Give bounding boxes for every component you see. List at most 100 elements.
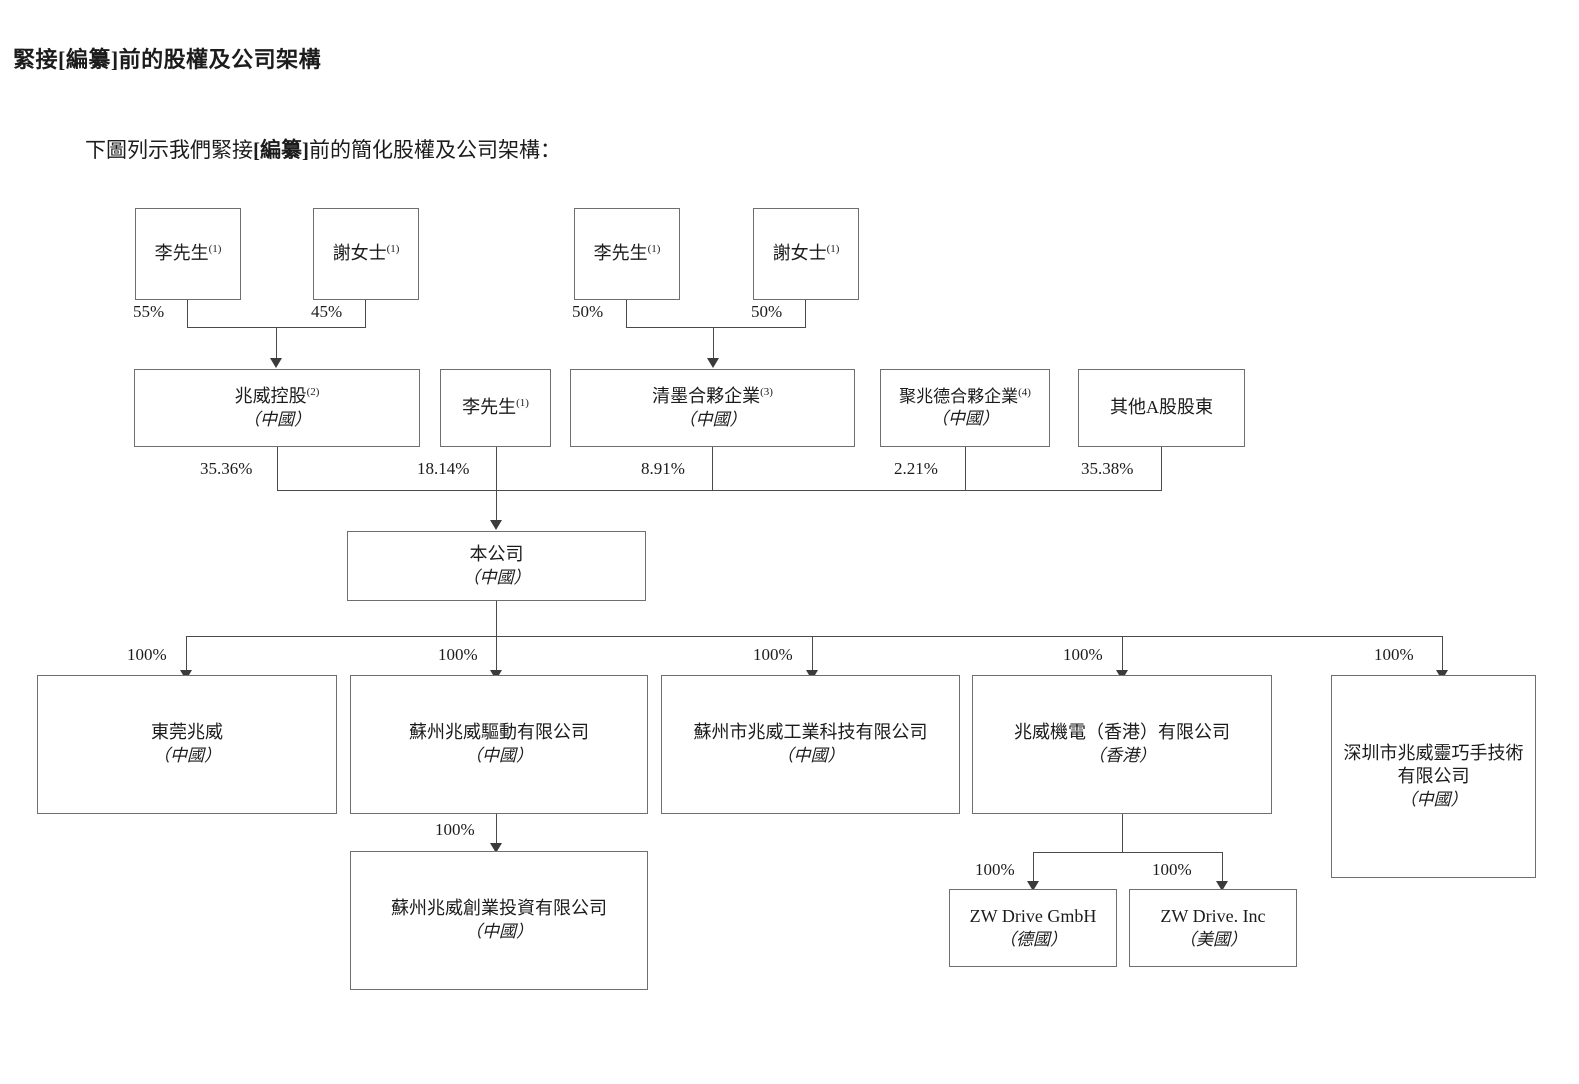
node-xie-left[interactable]: 謝女士(1) — [313, 208, 419, 300]
pct-45: 45% — [311, 302, 343, 321]
footnote-marker: (1) — [826, 243, 840, 256]
edge-xie-right-drop — [805, 300, 807, 328]
node-suzhou-industrial[interactable]: 蘇州市兆威工業科技有限公司 （中國） — [661, 675, 960, 814]
node-li-direct[interactable]: 李先生(1) — [440, 369, 551, 447]
edge-other-a-drop — [1161, 447, 1163, 491]
node-zw-hong-kong[interactable]: 兆威機電（香港）有限公司 （香港） — [972, 675, 1272, 814]
node-label: 其他A股股東 — [1110, 397, 1213, 418]
edge-right-pair-arrow — [707, 358, 719, 368]
node-jurisdiction: （中國） — [462, 567, 531, 587]
node-jurisdiction: （香港） — [1088, 746, 1156, 766]
pct-100-suzhou-industrial: 100% — [753, 645, 793, 664]
edge-drop-suzhou-venture — [496, 814, 498, 847]
edge-right-pair-stem — [713, 327, 715, 360]
footnote-marker: (1) — [516, 397, 529, 410]
pct-100-zw-inc: 100% — [1152, 860, 1192, 879]
footnote-marker: (2) — [306, 385, 320, 398]
page-title: 緊接[編纂]前的股權及公司架構 — [13, 47, 322, 72]
edge-left-pair-arrow — [270, 358, 282, 368]
node-label: ZW Drive GmbH — [969, 905, 1097, 926]
edge-drop-suzhou-drive — [496, 636, 498, 674]
pct-55: 55% — [133, 302, 165, 321]
node-xie-right[interactable]: 謝女士(1) — [753, 208, 859, 300]
node-label: ZW Drive. Inc — [1160, 905, 1266, 926]
lead-bracket-term: [編纂] — [253, 138, 309, 162]
edge-company-down-stem — [496, 601, 498, 637]
edge-arrow-zw-gmbh — [1027, 881, 1039, 891]
pct-100-zw-gmbh: 100% — [975, 860, 1015, 879]
edge-juzhaode-drop — [965, 447, 967, 491]
pct-18-14: 18.14% — [417, 459, 470, 478]
edge-company-stem — [496, 447, 498, 522]
node-label: 本公司 — [469, 543, 524, 564]
pct-100-zw-hk: 100% — [1063, 645, 1103, 664]
node-label: 李先生(1) — [593, 243, 661, 264]
node-label: 兆威機電（香港）有限公司 — [1014, 722, 1230, 743]
node-qingmo-partnership[interactable]: 清墨合夥企業(3) （中國） — [570, 369, 855, 447]
node-dongguan-zhaowei[interactable]: 東莞兆威 （中國） — [37, 675, 337, 814]
node-label: 蘇州市兆威工業科技有限公司 — [693, 722, 928, 743]
edge-drop-zw-hk — [1122, 636, 1124, 674]
pct-50-b: 50% — [751, 302, 783, 321]
edge-zw-hk-stem — [1122, 814, 1124, 853]
pct-100-shenzhen-hand: 100% — [1374, 645, 1414, 664]
node-zhaowei-holding[interactable]: 兆威控股(2) （中國） — [134, 369, 420, 447]
node-other-a-shareholders[interactable]: 其他A股股東 — [1078, 369, 1245, 447]
node-jurisdiction: （中國） — [153, 746, 221, 766]
node-suzhou-drive[interactable]: 蘇州兆威驅動有限公司 （中國） — [350, 675, 648, 814]
node-jurisdiction: （美國） — [1179, 929, 1247, 949]
pct-2-21: 2.21% — [894, 459, 938, 478]
node-shenzhen-dexterous-hand[interactable]: 深圳市兆威靈巧手技術有限公司 （中國） — [1331, 675, 1536, 878]
edge-drop-dongguan — [186, 636, 188, 674]
edge-drop-zw-inc — [1222, 852, 1224, 885]
node-label: 謝女士(1) — [332, 243, 400, 264]
footnote-marker: (4) — [1018, 385, 1031, 398]
node-company[interactable]: 本公司 （中國） — [347, 531, 646, 601]
footnote-marker: (1) — [386, 243, 400, 256]
footnote-marker: (1) — [647, 243, 661, 256]
edge-qingmo-drop — [712, 447, 714, 491]
pct-100-dongguan: 100% — [127, 645, 167, 664]
node-suzhou-venture-investment[interactable]: 蘇州兆威創業投資有限公司 （中國） — [350, 851, 648, 990]
node-jurisdiction: （中國） — [243, 409, 311, 429]
pct-50-a: 50% — [572, 302, 604, 321]
node-label: 深圳市兆威靈巧手技術有限公司 — [1343, 742, 1524, 787]
edge-company-arrow — [490, 520, 502, 530]
lead-paragraph: 下圖列示我們緊接[編纂]前的簡化股權及公司架構： — [85, 134, 561, 164]
node-zw-drive-inc[interactable]: ZW Drive. Inc （美國） — [1129, 889, 1297, 967]
node-juzhaode-partnership[interactable]: 聚兆德合夥企業(4) （中國） — [880, 369, 1050, 447]
node-label: 蘇州兆威驅動有限公司 — [409, 722, 589, 743]
edge-arrow-zw-inc — [1216, 881, 1228, 891]
footnote-marker: (3) — [760, 385, 773, 398]
node-label: 聚兆德合夥企業(4) — [899, 385, 1031, 406]
node-li-left[interactable]: 李先生(1) — [135, 208, 241, 300]
footnote-marker: (1) — [208, 243, 222, 256]
node-label: 清墨合夥企業(3) — [652, 385, 773, 406]
node-jurisdiction: （中國） — [776, 746, 845, 766]
node-label: 李先生(1) — [154, 243, 222, 264]
node-jurisdiction: （中國） — [931, 409, 999, 428]
edge-li-left-drop — [187, 300, 189, 328]
edge-left-pair-stem — [276, 327, 278, 360]
edge-xie-left-drop — [365, 300, 367, 328]
node-jurisdiction: （中國） — [678, 409, 747, 429]
lead-suffix: 前的簡化股權及公司架構： — [309, 138, 561, 162]
node-label: 東莞兆威 — [151, 722, 223, 743]
node-li-right[interactable]: 李先生(1) — [574, 208, 680, 300]
node-label: 李先生(1) — [462, 397, 529, 418]
node-label: 蘇州兆威創業投資有限公司 — [391, 898, 607, 919]
edge-zhaowei-drop — [277, 447, 279, 491]
pct-100-suzhou-venture: 100% — [435, 820, 475, 839]
edge-drop-zw-gmbh — [1033, 852, 1035, 885]
edge-drop-shenzhen-hand — [1442, 636, 1444, 674]
pct-35-38: 35.38% — [1081, 459, 1134, 478]
node-label: 兆威控股(2) — [234, 385, 320, 406]
node-jurisdiction: （中國） — [465, 922, 533, 942]
node-zw-drive-gmbh[interactable]: ZW Drive GmbH （德國） — [949, 889, 1117, 967]
edge-subsidiary-distribution-bar — [186, 636, 1442, 638]
pct-100-suzhou-drive: 100% — [438, 645, 478, 664]
edge-arrow-suzhou-venture — [490, 843, 502, 853]
node-jurisdiction: （中國） — [1399, 790, 1468, 810]
edge-right-pair-bar — [626, 327, 806, 329]
